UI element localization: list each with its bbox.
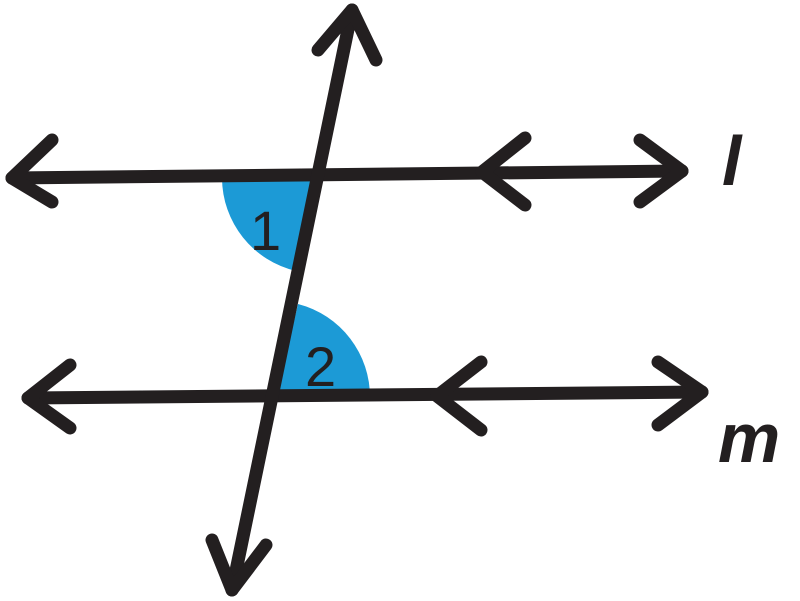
line-l-label: l: [722, 122, 743, 200]
line-m-parallel-mark: [430, 355, 488, 437]
angle-2-label: 2: [305, 335, 336, 398]
line-m-label: m: [718, 399, 780, 477]
angle-1-sector: [222, 178, 318, 271]
angle-1-label: 1: [250, 199, 281, 262]
angle-2-sector: [276, 304, 371, 398]
line-l-right-arrowhead: [633, 133, 689, 209]
transversal-top-arrowhead: [311, 3, 383, 67]
line-m: [21, 385, 709, 405]
line-l: [5, 164, 689, 185]
line-m-left-arrowhead: [21, 358, 77, 435]
line-l-parallel-mark: [475, 131, 532, 212]
transversal-bottom-arrowhead: [205, 533, 273, 597]
line-l-left-arrowhead: [5, 133, 59, 209]
transversal-line: [225, 3, 359, 597]
line-m-right-arrowhead: [651, 355, 709, 432]
